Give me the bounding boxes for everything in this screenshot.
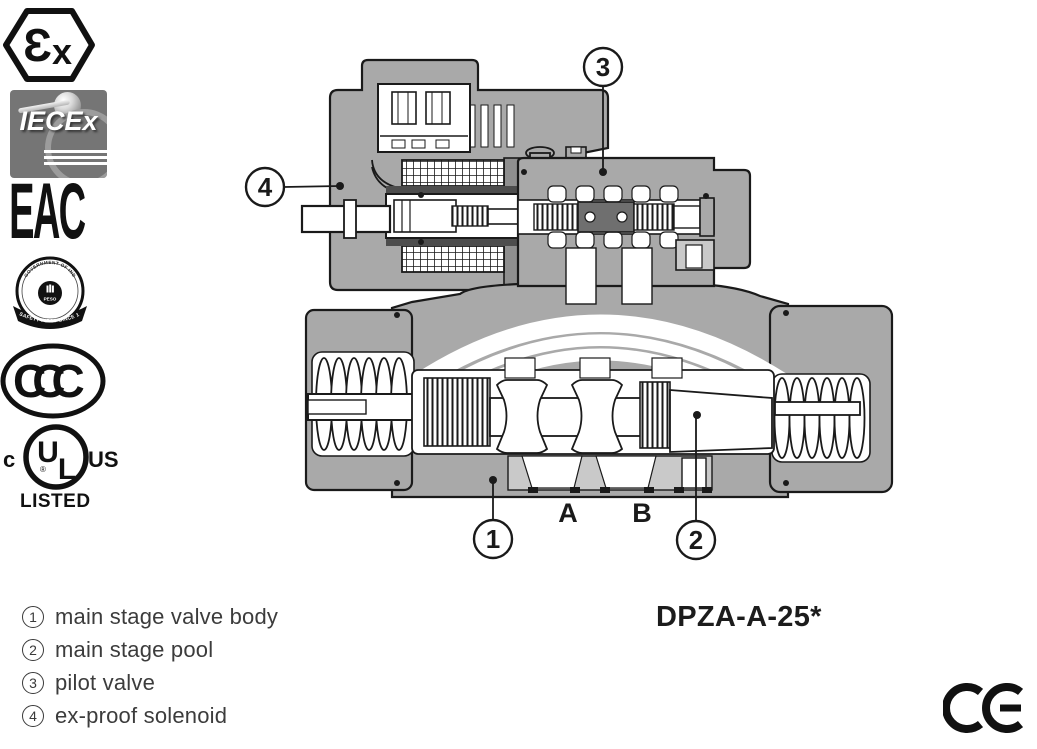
- legend-item-label: pilot valve: [55, 669, 156, 695]
- model-code: DPZA-A-25*: [656, 601, 822, 633]
- legend-item-3: 3 pilot valve: [22, 666, 278, 699]
- ce-mark-icon: [943, 683, 1024, 733]
- iecex-line: [44, 150, 107, 153]
- legend-item-label: main stage pool: [55, 636, 214, 662]
- pilot-end-plug: [699, 197, 715, 237]
- port-fitting: [681, 457, 707, 489]
- iecex-line: [44, 162, 107, 165]
- legend-item-1: 1 main stage valve body: [22, 600, 278, 633]
- solenoid-rod-collar: [343, 199, 357, 239]
- iecex-ring: [45, 109, 107, 178]
- solenoid-coil-top: [401, 159, 505, 187]
- main-spool-land: [495, 379, 549, 454]
- ul-listed-logo-icon: U L ® c US LISTED: [3, 424, 118, 510]
- ul-letter-l: L: [58, 453, 76, 486]
- callout-3-number: 3: [596, 52, 610, 82]
- pilot-spool-left-collar: [533, 203, 581, 231]
- port-label-b: B: [632, 498, 652, 528]
- bottom-port-area: [489, 455, 713, 493]
- ul-c-text: c: [3, 447, 15, 472]
- callout-2-target-dot: [693, 411, 701, 419]
- legend-number-badge: 2: [22, 638, 44, 661]
- pilot-channel-a: [565, 247, 597, 305]
- right-spring-coil: [773, 377, 866, 459]
- callout-2-circle: [675, 519, 717, 561]
- ul-us-text: US: [88, 447, 118, 472]
- legend-number-badge: 4: [22, 704, 44, 727]
- ce-letter-e-arc: [982, 683, 1024, 733]
- main-spool-assembly: [411, 357, 775, 455]
- right-spring-chamber: [771, 373, 871, 463]
- solenoid-inner-pin: [451, 205, 489, 227]
- left-spring-rod-inner: [307, 399, 367, 415]
- ul-letter-u: U: [37, 436, 59, 469]
- solenoid-coil-bottom: [401, 245, 505, 273]
- legend-item-label: ex-proof solenoid: [55, 702, 228, 728]
- solenoid-terminal-box: [377, 83, 471, 153]
- valve-cross-section-diagram: 3 4 1 2 A B: [244, 46, 894, 561]
- ce-letter-c: [943, 683, 984, 733]
- solenoid-armature-lines: [401, 200, 411, 232]
- port-a-opening: [521, 455, 583, 489]
- pilot-spring-seat: [673, 205, 701, 229]
- callout-2-number: 2: [689, 525, 703, 555]
- atex-ex-logo-icon: Ɛ x: [3, 8, 95, 82]
- peso-emblem: [46, 284, 54, 293]
- ul-listed-text: LISTED: [20, 491, 91, 510]
- callout-4-circle: [244, 166, 286, 208]
- peso-emblem-disc: [38, 281, 62, 305]
- main-spool-left-collar: [423, 377, 491, 447]
- peso-inner-circle: [21, 262, 79, 320]
- ccc-logo-icon: CCC: [0, 343, 106, 419]
- legend-item-label: main stage valve body: [55, 603, 279, 629]
- callout-1-number: 1: [486, 524, 500, 554]
- main-port-tab: [651, 357, 683, 379]
- ccc-ellipse: [0, 343, 106, 419]
- main-port-tab: [579, 357, 611, 379]
- solenoid-tube-bottom: [386, 237, 566, 246]
- ul-registered-mark: ®: [40, 465, 46, 474]
- iecex-logo-icon: IECEx: [10, 90, 107, 178]
- joint-seal-dots: [394, 169, 789, 486]
- left-spring-chamber: [307, 351, 417, 457]
- port-b-opening: [595, 455, 657, 489]
- eac-wordmark: EAC: [9, 180, 86, 250]
- pilot-spool-hole: [584, 211, 596, 223]
- callouts: 3 4 1 2 A B: [244, 46, 717, 561]
- pilot-top-tab-notch: [570, 146, 582, 154]
- right-spring-rod: [774, 401, 861, 416]
- main-spool-land: [570, 379, 624, 454]
- eac-logo-icon: EAC: [9, 180, 87, 250]
- atex-hexagon: [3, 8, 95, 82]
- legend-number-badge: 1: [22, 605, 44, 628]
- legend-number-badge: 3: [22, 671, 44, 694]
- pilot-fitting-inner: [685, 244, 703, 269]
- legend: 1 main stage valve body 2 main stage poo…: [22, 600, 278, 732]
- solenoid-armature-core: [393, 199, 457, 233]
- legend-item-4: 4 ex-proof solenoid: [22, 699, 278, 732]
- peso-badge-icon: GOVERNMENT OF INDIA PESO SAFETY FIRST•SI…: [0, 248, 87, 329]
- main-spool-right-collar: [639, 381, 671, 449]
- main-port-tab: [504, 357, 536, 379]
- legend-item-2: 2 main stage pool: [22, 633, 278, 666]
- atex-epsilon-glyph: Ɛ: [23, 19, 52, 71]
- peso-center-text: PESO: [44, 297, 57, 302]
- ul-circle: [23, 424, 89, 490]
- callout-4-leader: [283, 185, 341, 188]
- port-seals: [528, 487, 712, 493]
- pilot-channel-b: [621, 247, 653, 305]
- callout-1-circle: [472, 518, 514, 560]
- iecex-line: [44, 156, 107, 159]
- pilot-spool-right-collar: [633, 203, 675, 231]
- port-label-a: A: [558, 498, 578, 528]
- callout-3-circle: [582, 46, 624, 88]
- iecex-wordmark: IECEx: [19, 106, 98, 136]
- atex-x-glyph: x: [52, 31, 72, 72]
- solenoid-tube-top: [386, 186, 566, 195]
- callout-4-number: 4: [258, 172, 273, 202]
- main-spool-right-end: [669, 389, 773, 453]
- pilot-spool-hole: [616, 211, 628, 223]
